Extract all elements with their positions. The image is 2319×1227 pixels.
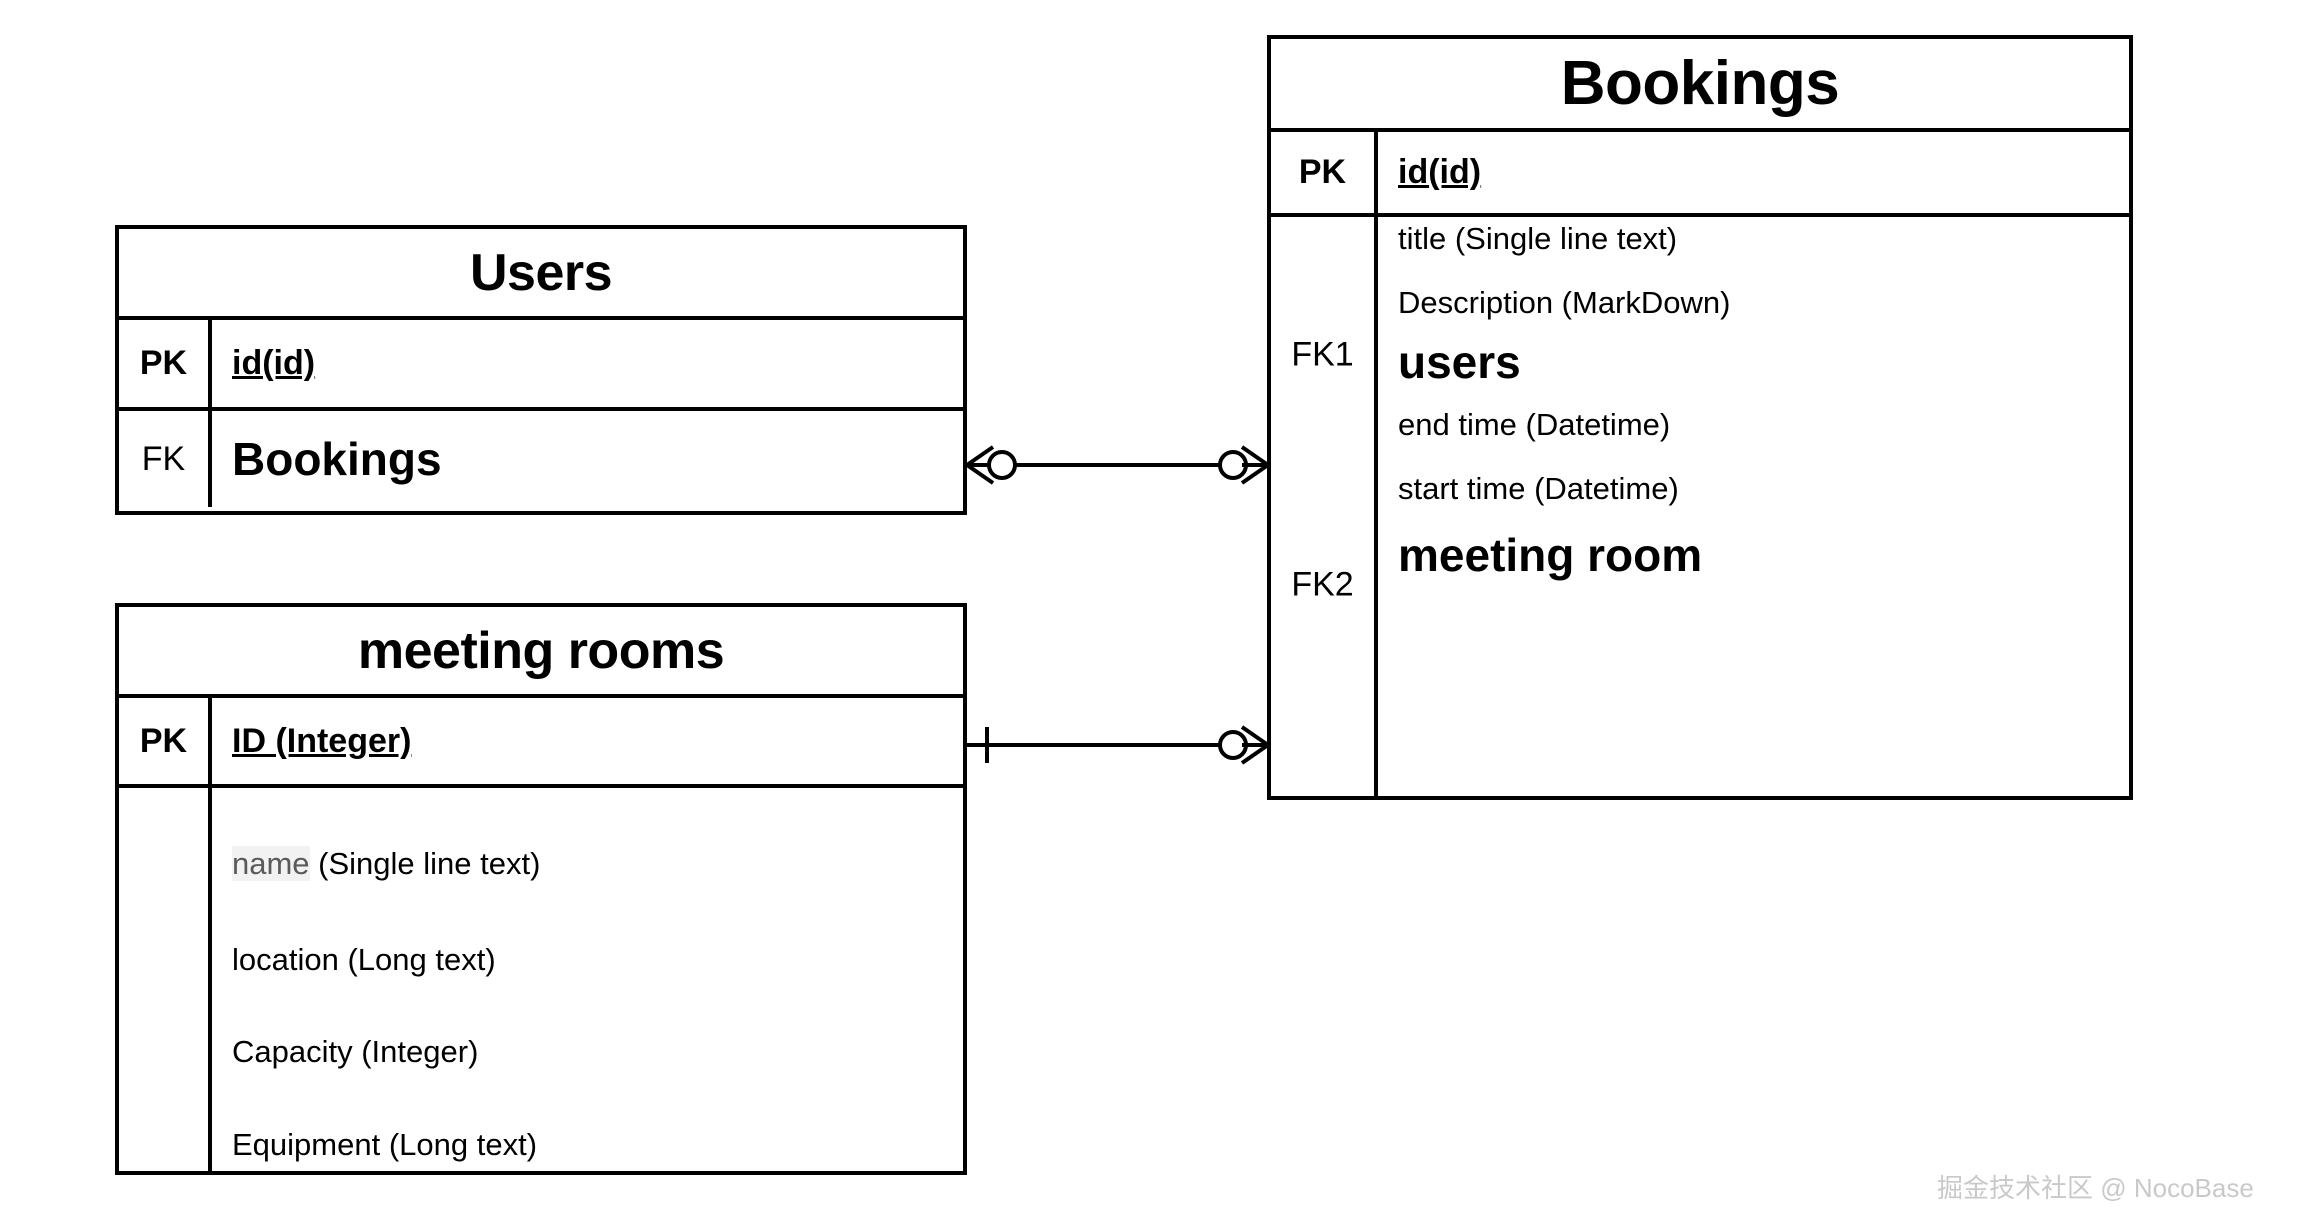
entity-users-row-pk[interactable]: PK id(id) <box>119 320 963 411</box>
field-equipment[interactable]: Equipment (Long text) <box>232 1127 537 1163</box>
field-name-type <box>310 846 319 881</box>
entity-meeting-rooms-row-pk-key: PK <box>119 698 212 784</box>
entity-bookings-key-fk1: FK1 <box>1291 335 1354 374</box>
entity-meeting-rooms-body-keycol <box>119 788 212 1171</box>
entity-meeting-rooms[interactable]: meeting rooms PK ID (Integer) name (Sing… <box>115 603 967 1175</box>
field-location[interactable]: location (Long text) <box>232 942 496 978</box>
crowfoot-right <box>1240 725 1270 765</box>
field-location-label: location <box>232 942 339 977</box>
crowfoot-right <box>1240 445 1270 485</box>
field-title[interactable]: title (Single line text) <box>1398 221 1678 256</box>
entity-bookings-row-pk[interactable]: PK id(id) <box>1271 132 2129 217</box>
field-equipment-type: (Long text) <box>388 1127 538 1162</box>
entity-users-row-pk-key: PK <box>119 320 212 407</box>
entity-bookings-title: Bookings <box>1271 39 2129 132</box>
field-name-type-value: (Single line text) <box>318 846 541 881</box>
field-start-time[interactable]: start time (Datetime) <box>1398 471 1679 506</box>
field-location-type: (Long text) <box>347 942 496 977</box>
entity-meeting-rooms-row-pk[interactable]: PK ID (Integer) <box>119 698 963 788</box>
entity-bookings-key-fk2: FK2 <box>1291 565 1354 604</box>
entity-bookings-body-fields: title (Single line text) Description (Ma… <box>1378 217 2129 796</box>
entity-users-row-pk-field: id(id) <box>232 344 316 382</box>
entity-bookings-row-pk-key: PK <box>1271 132 1378 213</box>
field-capacity-label: Capacity <box>232 1034 353 1069</box>
entity-users-row-fk-key: FK <box>119 411 212 507</box>
watermark: 掘金技术社区 @ NocoBase <box>1937 1173 2254 1203</box>
field-equipment-label: Equipment <box>232 1127 381 1162</box>
field-users[interactable]: users <box>1398 336 1521 388</box>
entity-meeting-rooms-body: name (Single line text) location (Long t… <box>119 788 963 1171</box>
field-capacity-type: (Integer) <box>361 1034 479 1069</box>
entity-bookings-body: FK1 FK2 title (Single line text) Descrip… <box>1271 217 2129 796</box>
entity-meeting-rooms-body-fields: name (Single line text) location (Long t… <box>212 788 963 1171</box>
relationship-users-bookings[interactable] <box>955 425 1280 505</box>
field-capacity[interactable]: Capacity (Integer) <box>232 1034 478 1070</box>
entity-users[interactable]: Users PK id(id) FK Bookings <box>115 225 967 515</box>
entity-meeting-rooms-title: meeting rooms <box>119 607 963 698</box>
entity-bookings-body-keycol: FK1 FK2 <box>1271 217 1378 796</box>
entity-meeting-rooms-row-pk-field: ID (Integer) <box>232 721 412 760</box>
entity-users-row-fk[interactable]: FK Bookings <box>119 411 963 507</box>
field-description[interactable]: Description (MarkDown) <box>1398 285 1731 320</box>
entity-bookings[interactable]: Bookings PK id(id) FK1 FK2 title (Single… <box>1267 35 2133 800</box>
field-name[interactable]: name (Single line text) <box>232 846 540 882</box>
field-end-time[interactable]: end time (Datetime) <box>1398 407 1671 442</box>
field-name-label: name <box>232 846 310 881</box>
entity-users-row-fk-field: Bookings <box>232 433 442 485</box>
entity-users-title: Users <box>119 229 963 320</box>
field-meeting-room[interactable]: meeting room <box>1398 529 1703 581</box>
zero-circle-left <box>987 450 1017 480</box>
entity-bookings-row-pk-field: id(id) <box>1398 153 1482 191</box>
relationship-meetingrooms-bookings[interactable] <box>955 705 1280 785</box>
